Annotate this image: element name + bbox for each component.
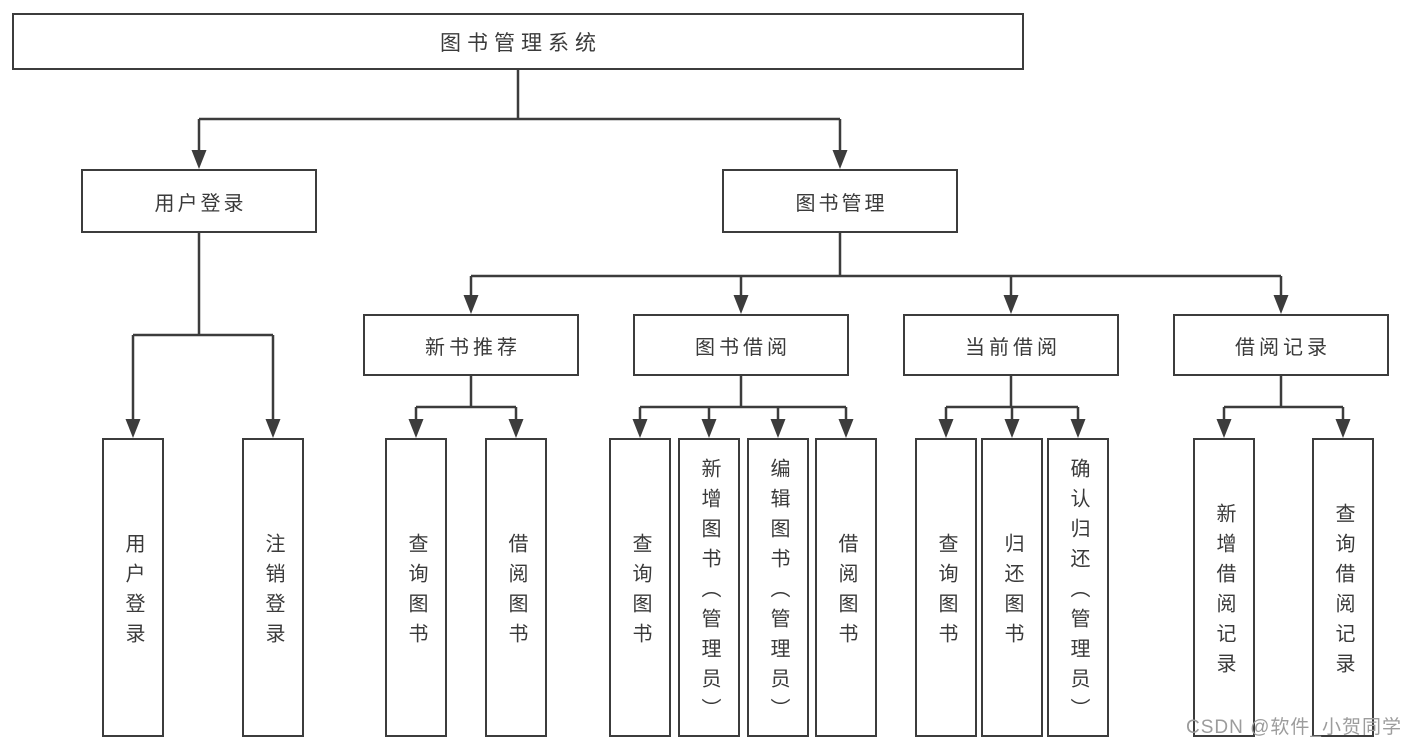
node-label: 新增借阅记录 (1213, 502, 1235, 683)
node-label: 当前借阅 (965, 336, 1061, 359)
node-label: 注销登录 (262, 532, 284, 653)
arrowhead-icon (265, 419, 281, 438)
arrowhead-icon (408, 419, 424, 438)
arrowhead-icon (832, 150, 848, 169)
node-user-login: 用户登录 (81, 169, 317, 233)
node-library-system: 图书管理系统 (12, 13, 1024, 70)
node-label: 归还图书 (1001, 532, 1023, 653)
leaf-query-borrow-record: 查询借阅记录 (1312, 438, 1374, 737)
node-label: 用户登录 (154, 192, 247, 215)
node-label: 新增图书（管理员） (698, 457, 720, 728)
leaf-borrow-books-recommend: 借阅图书 (485, 438, 547, 737)
watermark: CSDN @软件_小贺同学 (1186, 717, 1402, 738)
arrowhead-icon (1273, 295, 1289, 314)
leaf-query-books-recommend: 查询图书 (385, 438, 447, 737)
node-borrow-records: 借阅记录 (1173, 314, 1389, 376)
node-label: 查询图书 (405, 532, 427, 653)
leaf-borrow-books: 借阅图书 (815, 438, 877, 737)
node-label: 编辑图书（管理员） (767, 457, 789, 728)
node-label: 图书管理系统 (440, 31, 602, 55)
node-label: 借阅图书 (835, 532, 857, 653)
leaf-query-books-current: 查询图书 (915, 438, 977, 737)
arrowhead-icon (838, 419, 854, 438)
node-new-book-recommend: 新书推荐 (363, 314, 579, 376)
connector-borrow-records-children (1222, 376, 1345, 424)
node-current-borrow: 当前借阅 (903, 314, 1119, 376)
node-label: 查询借阅记录 (1332, 502, 1354, 683)
connector-root (197, 70, 842, 156)
node-label: 用户登录 (122, 532, 144, 653)
leaf-user-login: 用户登录 (102, 438, 164, 737)
arrowhead-icon (1003, 295, 1019, 314)
node-label: 借阅记录 (1235, 336, 1331, 359)
leaf-logout: 注销登录 (242, 438, 304, 737)
leaf-edit-book-admin: 编辑图书（管理员） (747, 438, 809, 737)
node-book-borrow: 图书借阅 (633, 314, 849, 376)
arrowhead-icon (770, 419, 786, 438)
arrowhead-icon (1070, 419, 1086, 438)
connector-new-book-children (414, 376, 518, 424)
node-label: 借阅图书 (505, 532, 527, 653)
arrowhead-icon (1335, 419, 1351, 438)
node-label: 图书借阅 (695, 336, 791, 359)
connector-book-borrow-children (638, 376, 848, 424)
node-label: 查询图书 (629, 532, 651, 653)
arrowhead-icon (191, 150, 207, 169)
node-label: 图书管理 (795, 192, 888, 215)
node-label: 查询图书 (935, 532, 957, 653)
leaf-query-books-borrow: 查询图书 (609, 438, 671, 737)
leaf-add-borrow-record: 新增借阅记录 (1193, 438, 1255, 737)
arrowhead-icon (938, 419, 954, 438)
node-book-management: 图书管理 (722, 169, 958, 233)
arrowhead-icon (1216, 419, 1232, 438)
connector-current-borrow-children (944, 376, 1080, 424)
arrowhead-icon (701, 419, 717, 438)
arrowhead-icon (733, 295, 749, 314)
leaf-return-book: 归还图书 (981, 438, 1043, 737)
arrowhead-icon (508, 419, 524, 438)
node-label: 新书推荐 (425, 336, 521, 359)
connector-user-login-children (131, 233, 275, 424)
arrowhead-icon (463, 295, 479, 314)
leaf-add-book-admin: 新增图书（管理员） (678, 438, 740, 737)
connector-book-management-children (469, 233, 1283, 300)
arrowhead-icon (1004, 419, 1020, 438)
node-label: 确认归还（管理员） (1067, 457, 1089, 728)
leaf-confirm-return-admin: 确认归还（管理员） (1047, 438, 1109, 737)
arrowhead-icon (632, 419, 648, 438)
arrowhead-icon (125, 419, 141, 438)
